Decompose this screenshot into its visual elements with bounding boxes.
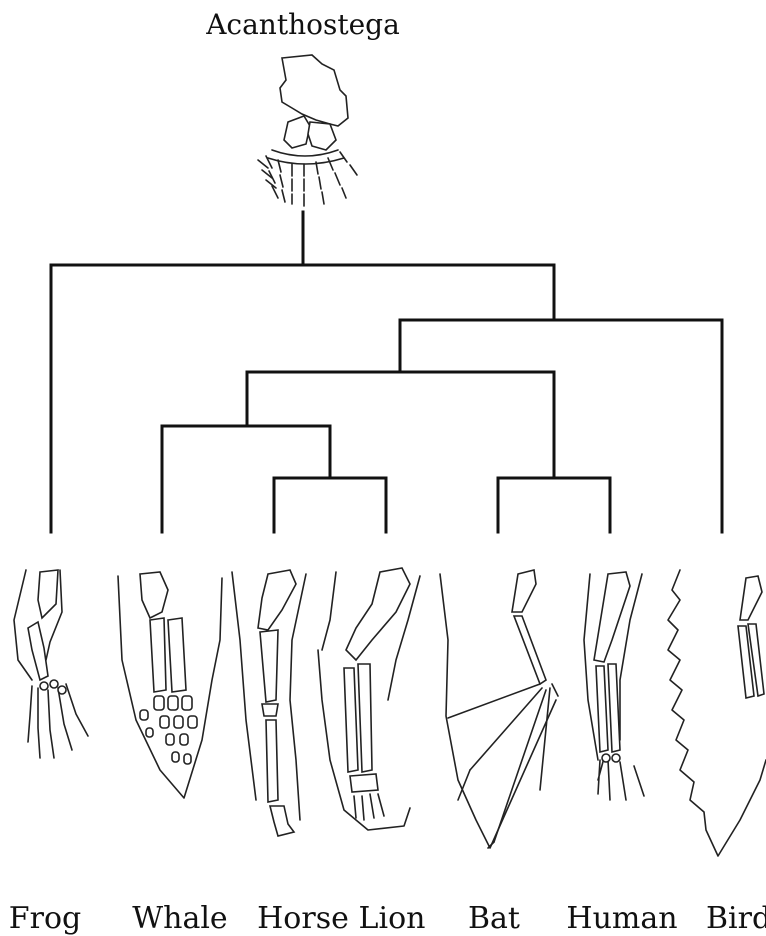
lion-forelimb: [318, 568, 420, 830]
taxon-label-whale: Whale: [132, 901, 227, 936]
frog-forelimb: [14, 570, 88, 758]
bat-wing: [440, 570, 558, 848]
taxon-label-horse: Horse: [257, 901, 349, 936]
taxon-label-lion: Lion: [359, 901, 426, 936]
whale-digit-bones: [140, 696, 197, 764]
horse-forelimb: [232, 570, 306, 836]
human-arm: [584, 572, 644, 800]
whale-flipper: [118, 572, 222, 798]
taxon-label-bat: Bat: [468, 901, 520, 936]
acanthostega-limb-illustration: [258, 55, 357, 206]
root-label: Acanthostega: [205, 8, 400, 41]
bird-wing: [668, 570, 766, 856]
taxon-label-human: Human: [566, 901, 677, 936]
cladogram-tree: [51, 212, 722, 532]
taxon-label-frog: Frog: [9, 901, 81, 936]
taxon-label-bird: Bird: [706, 901, 766, 936]
taxon-labels: Frog Whale Horse Lion Bat Human Bird: [9, 901, 766, 936]
